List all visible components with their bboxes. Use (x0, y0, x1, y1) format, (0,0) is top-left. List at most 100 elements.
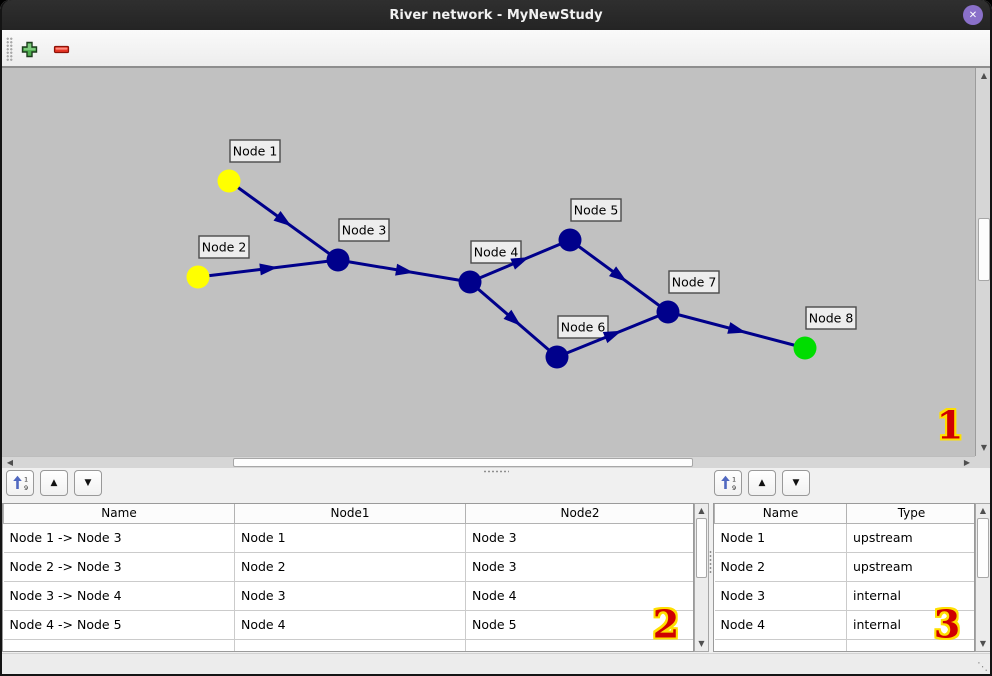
svg-text:9: 9 (732, 484, 736, 491)
resize-grip-icon[interactable]: ⋱ (977, 660, 988, 673)
nodes-cell[interactable]: Node 3 (714, 581, 847, 611)
svg-text:Node 4: Node 4 (474, 245, 519, 260)
canvas-vertical-scrollbar[interactable]: ▲ ▼ (975, 68, 992, 456)
reaches-cell[interactable]: Node 5 (465, 610, 693, 640)
node-label-node-8[interactable]: Node 8 (805, 306, 857, 330)
add-node-button[interactable] (20, 40, 38, 58)
nodes-cell[interactable]: Node 2 (714, 552, 847, 582)
network-canvas[interactable]: Node 1 Node 2 Node 3 Node 4 Node 5 Node 6 Node… (2, 68, 975, 456)
nodes-cell[interactable]: upstream (846, 552, 974, 582)
nodes-cell[interactable]: internal (846, 581, 974, 611)
reaches-header-name[interactable]: Name (3, 504, 235, 524)
node-label-node-5[interactable]: Node 5 (570, 198, 622, 222)
svg-text:Node 5: Node 5 (574, 203, 619, 218)
nodes-sort-button[interactable]: 1 9 (714, 470, 742, 496)
reaches-move-down-button[interactable]: ▼ (74, 470, 102, 496)
node-node-3[interactable] (326, 248, 350, 272)
node-node-8[interactable] (793, 336, 817, 360)
node-node-6[interactable] (545, 345, 569, 369)
reaches-scroll-thumb[interactable] (696, 518, 707, 578)
toolbar-drag-handle[interactable] (6, 37, 13, 61)
node-node-5[interactable] (558, 228, 582, 252)
nodes-cell[interactable]: internal (846, 610, 974, 640)
edge-node-1-node-3[interactable] (228, 179, 339, 262)
node-label-node-4[interactable]: Node 4 (470, 240, 522, 264)
svg-text:1: 1 (732, 476, 736, 484)
edge-node-4-node-6[interactable] (469, 280, 558, 359)
scroll-left-icon[interactable]: ◀ (6, 458, 14, 467)
svg-text:Node 3: Node 3 (342, 223, 387, 238)
nodes-scroll-thumb[interactable] (977, 518, 989, 578)
canvas-vscroll-thumb[interactable] (978, 218, 990, 281)
scroll-down-icon[interactable]: ▼ (698, 639, 705, 648)
edge-node-6-node-7[interactable] (556, 310, 669, 359)
node-node-4[interactable] (458, 270, 482, 294)
node-label-node-2[interactable]: Node 2 (198, 235, 250, 259)
nodes-move-up-button[interactable]: ▲ (748, 470, 776, 496)
svg-text:Node 2: Node 2 (202, 240, 247, 255)
nodes-header-name[interactable]: Name (714, 504, 847, 524)
plus-icon (21, 41, 37, 57)
nodes-cell (714, 639, 847, 651)
nodes-cell[interactable]: upstream (846, 523, 974, 553)
reaches-header-node2[interactable]: Node2 (465, 504, 693, 524)
reaches-cell[interactable]: Node 4 -> Node 5 (3, 610, 235, 640)
nodes-table-scrollbar[interactable]: ▲ ▼ (975, 503, 991, 652)
svg-text:Node 1: Node 1 (233, 144, 278, 159)
reaches-cell[interactable]: Node 1 (234, 523, 466, 553)
minus-icon (53, 45, 69, 53)
reaches-header-node1[interactable]: Node1 (234, 504, 466, 524)
reaches-cell[interactable]: Node 3 -> Node 4 (3, 581, 235, 611)
canvas-horizontal-scrollbar[interactable]: ◀ ▶ (2, 456, 975, 468)
titlebar[interactable]: River network - MyNewStudy ✕ (0, 0, 992, 30)
reaches-cell[interactable]: Node 2 (234, 552, 466, 582)
edge-node-5-node-7[interactable] (569, 238, 669, 314)
edge-node-2-node-3[interactable] (197, 258, 339, 279)
reaches-cell[interactable]: Node 3 (465, 523, 693, 553)
nodes-cell[interactable]: Node 4 (714, 610, 847, 640)
reaches-cell[interactable]: Node 3 (465, 552, 693, 582)
reaches-cell (465, 639, 693, 651)
nodes-cell[interactable]: Node 1 (714, 523, 847, 553)
edge-node-4-node-5[interactable] (469, 238, 571, 284)
reaches-cell[interactable]: Node 1 -> Node 3 (3, 523, 235, 553)
node-node-1[interactable] (217, 169, 241, 193)
scroll-down-icon[interactable]: ▼ (980, 443, 988, 452)
reaches-table-scrollbar[interactable]: ▲ ▼ (694, 503, 709, 652)
reaches-cell[interactable]: Node 4 (234, 610, 466, 640)
node-label-node-3[interactable]: Node 3 (338, 218, 390, 242)
reaches-move-up-button[interactable]: ▲ (40, 470, 68, 496)
nodes-move-down-button[interactable]: ▼ (782, 470, 810, 496)
node-node-7[interactable] (656, 300, 680, 324)
down-triangle-icon: ▼ (84, 478, 92, 488)
edge-node-7-node-8[interactable] (667, 310, 806, 350)
scroll-up-icon[interactable]: ▲ (980, 71, 988, 80)
reaches-cell[interactable]: Node 3 (234, 581, 466, 611)
reaches-sort-button[interactable]: 1 9 (6, 470, 34, 496)
node-label-node-7[interactable]: Node 7 (668, 270, 720, 294)
edge-node-3-node-4[interactable] (337, 258, 471, 284)
close-button[interactable]: ✕ (963, 5, 983, 25)
remove-node-button[interactable] (52, 40, 70, 58)
nodes-header-type[interactable]: Type (846, 504, 974, 524)
vertical-splitter[interactable] (708, 550, 713, 575)
horizontal-splitter[interactable] (0, 468, 992, 474)
scroll-up-icon[interactable]: ▲ (698, 506, 705, 515)
scroll-up-icon[interactable]: ▲ (979, 506, 987, 515)
scroll-right-icon[interactable]: ▶ (963, 458, 971, 467)
status-bar: ⋱ (0, 653, 992, 676)
node-node-2[interactable] (186, 265, 210, 289)
reaches-cell[interactable]: Node 4 (465, 581, 693, 611)
node-label-node-1[interactable]: Node 1 (229, 139, 281, 163)
scroll-down-icon[interactable]: ▼ (979, 639, 987, 648)
reaches-cell[interactable]: Node 2 -> Node 3 (3, 552, 235, 582)
node-label-node-6[interactable]: Node 6 (557, 315, 609, 339)
canvas-hscroll-thumb[interactable] (233, 458, 693, 467)
svg-text:Node 6: Node 6 (561, 320, 606, 335)
